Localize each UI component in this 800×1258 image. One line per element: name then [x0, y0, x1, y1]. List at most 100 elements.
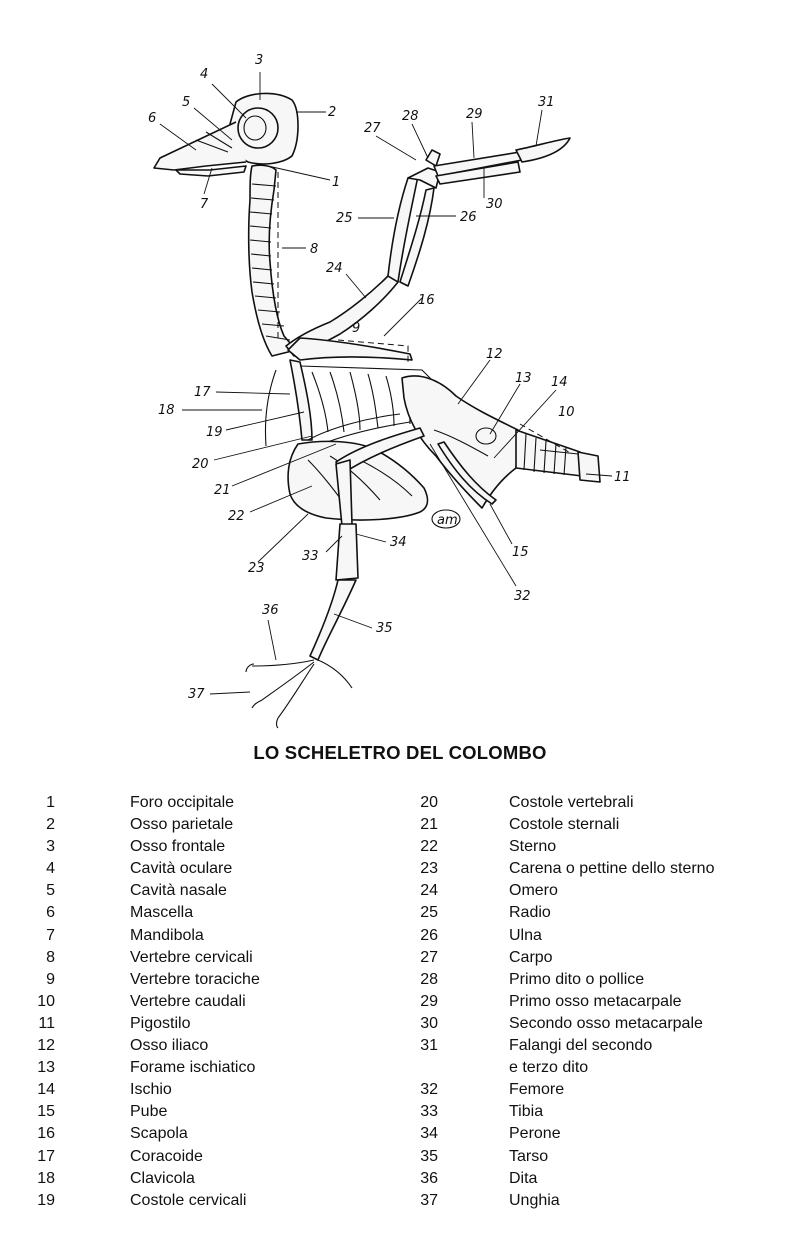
label-2: 2	[328, 105, 336, 120]
legend-number: 9	[46, 970, 55, 988]
eye-socket	[237, 107, 279, 149]
legend-number: 29	[420, 992, 438, 1010]
label-5: 5	[182, 95, 190, 110]
label-22: 22	[228, 509, 245, 524]
legend-bone-name: Scapola	[130, 1125, 188, 1143]
legend-number: 7	[46, 926, 55, 944]
legend-bone-name: Femore	[509, 1081, 565, 1099]
label-21: 21	[214, 483, 231, 498]
legend-number: 28	[420, 970, 438, 988]
label-17: 17	[194, 385, 211, 400]
legend-number: 25	[420, 904, 438, 922]
legend-number: 37	[420, 1191, 438, 1209]
legend-bone-name: Ischio	[130, 1081, 172, 1099]
legend-number: 32	[420, 1081, 438, 1099]
wing	[285, 137, 571, 357]
pygostyle-bone	[577, 451, 601, 483]
label-4: 4	[200, 67, 208, 82]
label-7: 7	[200, 197, 209, 212]
cervical-vertebrae	[247, 164, 297, 357]
legend-bone-name: Vertebre cervicali	[130, 948, 253, 966]
legend-bone-name: Coracoide	[130, 1147, 203, 1165]
legend-number: 12	[37, 1037, 55, 1055]
label-30: 30	[486, 197, 503, 212]
legend-bone-name: Costole sternali	[509, 816, 620, 834]
legend-bone-name: Pube	[130, 1103, 168, 1121]
legend-number: 8	[46, 948, 55, 966]
legend-number: 14	[37, 1081, 55, 1099]
label-13: 13	[515, 371, 532, 386]
label-10: 10	[558, 405, 575, 420]
legend-number: 27	[420, 948, 438, 966]
legend-bone-name: Ulna	[509, 926, 542, 944]
legend-bone-name: Secondo osso metacarpale	[509, 1014, 703, 1032]
diagram-number-labels: 1 2 3 4 5 6 7 8 9 10 11 12 13 14 15 16 1…	[148, 53, 631, 702]
label-26: 26	[460, 210, 477, 225]
legend-number: 4	[46, 860, 55, 878]
legend-bone-name: Mandibola	[130, 926, 204, 944]
legend-bone-name: Mascella	[130, 904, 194, 922]
legend-bone-name: Perone	[509, 1125, 561, 1143]
legend-number: 18	[37, 1169, 55, 1187]
legend-number: 6	[46, 904, 55, 922]
legend-number: 31	[420, 1037, 438, 1055]
label-37: 37	[188, 687, 205, 702]
legend-bone-name: Forame ischiatico	[130, 1059, 256, 1077]
torso	[264, 337, 433, 521]
legend-bone-name: Dita	[509, 1169, 538, 1187]
legend-number: 15	[37, 1103, 55, 1121]
label-20: 20	[192, 457, 209, 472]
legend-bone-name: Tibia	[509, 1103, 544, 1121]
legend-number: 26	[420, 926, 438, 944]
legend-bone-name: Carena o pettine dello sterno	[509, 860, 715, 878]
legend-number: 1	[46, 794, 55, 811]
legend-number: 24	[420, 882, 438, 900]
label-19: 19	[206, 425, 223, 440]
label-14: 14	[551, 375, 568, 390]
legend-number: 20	[420, 794, 438, 811]
label-23: 23	[248, 561, 265, 576]
legend-bone-name: Tarso	[509, 1147, 549, 1165]
pelvis-and-tail	[401, 375, 601, 509]
legend-number: 34	[420, 1125, 438, 1143]
label-6: 6	[148, 111, 156, 126]
legend-bone-name: Pigostilo	[130, 1014, 191, 1032]
label-31: 31	[538, 95, 555, 110]
legend-bone-name: Osso iliaco	[130, 1037, 209, 1055]
label-36: 36	[262, 603, 279, 618]
label-15: 15	[512, 545, 529, 560]
label-24: 24	[326, 261, 343, 276]
label-8: 8	[310, 242, 318, 257]
legend-number: 3	[46, 838, 55, 856]
legend-bone-name: Carpo	[509, 948, 553, 966]
legend-bone-name: e terzo dito	[509, 1059, 589, 1077]
legend-bone-name: Primo dito o pollice	[509, 970, 645, 988]
legend-number: 17	[37, 1147, 55, 1165]
legend-bone-name: Osso frontale	[130, 838, 226, 856]
label-25: 25	[336, 211, 353, 226]
legend-bone-name: Sterno	[509, 838, 557, 856]
leader-lines	[159, 72, 613, 695]
label-34: 34	[390, 535, 407, 550]
legend-number: 35	[420, 1147, 438, 1165]
legend-bone-name: Vertebre caudali	[130, 992, 246, 1010]
label-18: 18	[158, 403, 175, 418]
label-1: 1	[332, 175, 340, 190]
legend-number: 30	[420, 1014, 438, 1032]
legend-bone-name: Cavità oculare	[130, 860, 233, 878]
label-27: 27	[364, 121, 381, 136]
legend-bone-name: Cavità nasale	[130, 882, 227, 900]
legend-bone-name: Falangi del secondo	[509, 1037, 653, 1055]
legend-bone-name: Primo osso metacarpale	[509, 992, 682, 1010]
legend-number: 13	[37, 1059, 55, 1077]
legend-bone-name: Osso parietale	[130, 816, 234, 834]
legend-bone-name: Radio	[509, 904, 551, 922]
legend-bone-name: Costole vertebrali	[509, 794, 634, 811]
label-9: 9	[352, 321, 360, 336]
leg	[245, 427, 425, 729]
legend-number: 36	[420, 1169, 438, 1187]
figure-title: LO SCHELETRO DEL COLOMBO	[253, 742, 547, 763]
legend-number: 22	[420, 838, 438, 856]
legend-number: 16	[37, 1125, 55, 1143]
legend-number: 10	[37, 992, 55, 1010]
